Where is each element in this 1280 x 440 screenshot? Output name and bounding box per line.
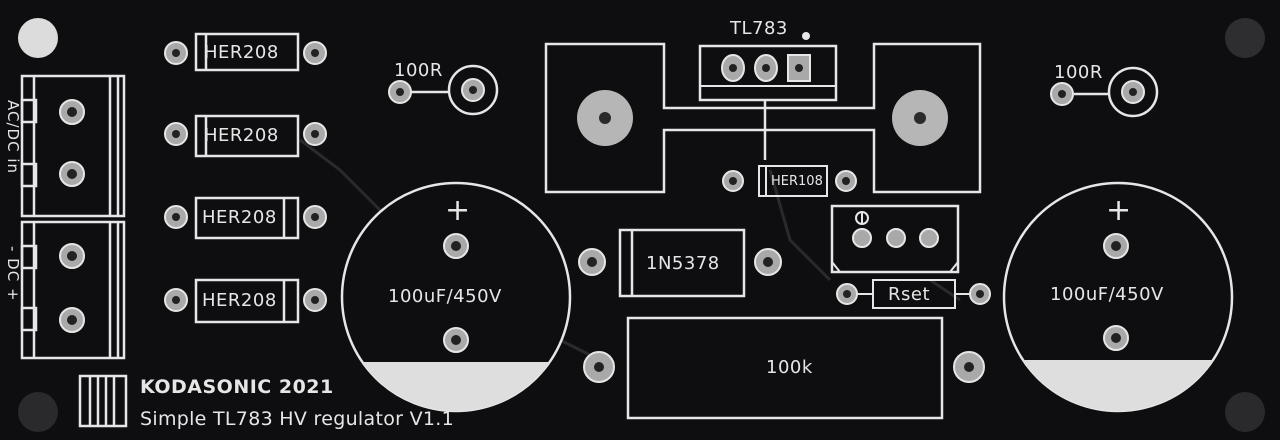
diode-d1 — [164, 32, 327, 72]
diode-d2 — [164, 114, 327, 158]
diode-d3 — [164, 196, 327, 240]
brand-logo — [78, 374, 128, 428]
brand-text: KODASONIC 2021 — [140, 376, 334, 398]
cap-left-polarity: + — [445, 193, 471, 228]
resistor-right-footprint — [1050, 66, 1159, 118]
rset-label: Rset — [888, 284, 931, 305]
heatsink-outline — [544, 42, 982, 194]
cap-left-label: 100uF/450V — [388, 286, 502, 307]
power-resistor-label: 100k — [766, 357, 813, 378]
mounting-hole-bottom-left — [18, 392, 58, 432]
power-resistor-footprint — [583, 316, 985, 420]
zener-label: 1N5378 — [646, 253, 720, 274]
resistor-right-label: 100R — [1054, 62, 1103, 83]
diode-label-d4: HER208 — [202, 290, 277, 311]
product-text: Simple TL783 HV regulator V1.1 — [140, 408, 454, 430]
diode-her108-footprint — [722, 165, 857, 197]
resistor-left-label: 100R — [394, 60, 443, 81]
cap-right-label: 100uF/450V — [1050, 284, 1164, 305]
cap-right-polarity: + — [1106, 193, 1132, 228]
input-terminal-label: AC/DC in — [4, 100, 22, 174]
diode-label-d3: HER208 — [202, 207, 277, 228]
pin1-marker — [802, 32, 810, 40]
small-diode-label: HER108 — [771, 174, 823, 189]
diode-footprints — [164, 32, 327, 324]
terminal-block-output — [20, 220, 126, 360]
trimmer-footprint — [830, 204, 960, 274]
mounting-hole-bottom-right — [1225, 392, 1265, 432]
ic-label: TL783 — [730, 18, 788, 39]
terminal-pads — [59, 99, 85, 333]
resistor-left-footprint — [388, 64, 499, 116]
diode-d4 — [164, 278, 327, 324]
rset-footprint — [836, 279, 991, 309]
output-terminal-label: - DC + — [4, 246, 22, 302]
mounting-holes — [18, 18, 1265, 432]
mounting-hole-top-left — [18, 18, 58, 58]
terminal-block-input — [20, 74, 126, 218]
mounting-hole-top-right — [1225, 18, 1265, 58]
diode-label-d2: HER208 — [204, 125, 279, 146]
heatsink-holes — [577, 90, 948, 146]
diode-label-d1: HER208 — [204, 42, 279, 63]
zener-footprint — [578, 228, 782, 298]
ic-tl783-footprint — [698, 32, 838, 102]
